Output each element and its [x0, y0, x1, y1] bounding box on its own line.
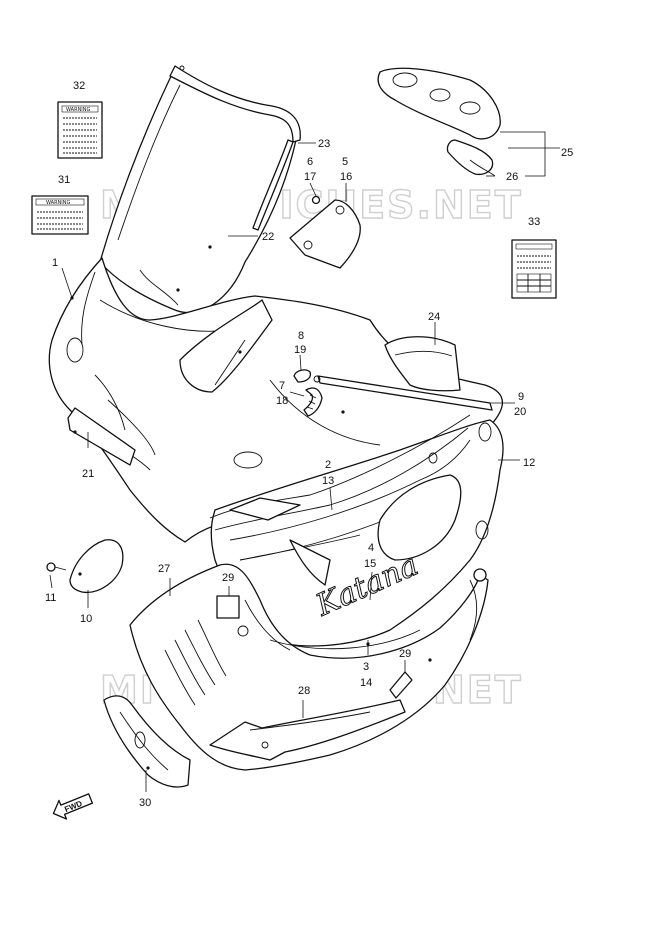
callout-23: 23	[318, 138, 330, 150]
callout-32: 32	[73, 80, 85, 92]
callout-28: 28	[298, 685, 310, 697]
callout-17: 17	[304, 171, 316, 183]
svg-text:WARNING: WARNING	[46, 200, 71, 206]
side-fairing-part-12: Katana	[209, 414, 504, 647]
callout-5: 5	[342, 156, 348, 168]
callout-29-right: 29	[399, 648, 411, 660]
warning-label-part-31: WARNING	[31, 195, 89, 235]
info-label-part-33	[511, 239, 557, 299]
callout-21: 21	[82, 468, 94, 480]
callout-19: 19	[294, 344, 306, 356]
callout-9: 9	[518, 391, 524, 403]
callout-20: 20	[514, 406, 526, 418]
callouts: 1 2 13 3 14 4 15 5 16 6 17 7 18 8 19 9 2…	[45, 80, 573, 809]
callout-8: 8	[298, 330, 304, 342]
panel-part-24	[384, 336, 461, 392]
callout-25: 25	[561, 147, 573, 159]
fwd-arrow-icon: FWD	[52, 793, 94, 820]
callout-10: 10	[80, 613, 92, 625]
bracket-part-7	[303, 387, 323, 417]
callout-12: 12	[523, 457, 535, 469]
callout-7: 7	[279, 380, 285, 392]
callout-30: 30	[139, 797, 151, 809]
warning-label-part-32: WARNING	[57, 101, 103, 159]
callout-33: 33	[528, 216, 540, 228]
callout-14: 14	[360, 677, 372, 689]
meter-cover-part-26	[446, 139, 494, 176]
svg-text:WARNING: WARNING	[66, 107, 91, 113]
lower-fairing-part-27	[129, 563, 489, 771]
trim-strip-part-9	[313, 375, 493, 411]
clip-part-8	[293, 369, 312, 383]
fwd-label: FWD	[63, 799, 83, 814]
windscreen-trim-part-23	[169, 65, 301, 231]
callout-24: 24	[428, 311, 440, 323]
bracket-part-21	[67, 407, 136, 466]
pad-part-29-right	[389, 671, 413, 699]
callout-27: 27	[158, 563, 170, 575]
callout-1: 1	[52, 257, 58, 269]
callout-16: 16	[340, 171, 352, 183]
callout-15: 15	[364, 558, 376, 570]
cover-part-10	[69, 539, 124, 593]
under-cover-part-28	[209, 699, 406, 761]
callout-31: 31	[58, 174, 70, 186]
callout-11: 11	[45, 592, 56, 604]
callout-22: 22	[262, 231, 274, 243]
leader-lines	[49, 131, 560, 792]
meter-cover-part-25	[377, 67, 501, 177]
callout-2: 2	[325, 459, 331, 471]
callout-6: 6	[307, 156, 313, 168]
callout-26: 26	[506, 171, 518, 183]
windscreen-part-22	[99, 67, 297, 314]
pad-part-29-left	[216, 595, 240, 619]
callout-3: 3	[363, 661, 369, 673]
callout-29-left: 29	[222, 572, 234, 584]
grommet-part-11	[46, 562, 67, 572]
callout-4: 4	[368, 542, 374, 554]
callout-13: 13	[322, 475, 334, 487]
callout-18: 18	[276, 395, 288, 407]
inner-panel-part-30	[103, 695, 191, 788]
screw-part-6	[311, 195, 321, 205]
plate-part-5	[289, 199, 361, 269]
